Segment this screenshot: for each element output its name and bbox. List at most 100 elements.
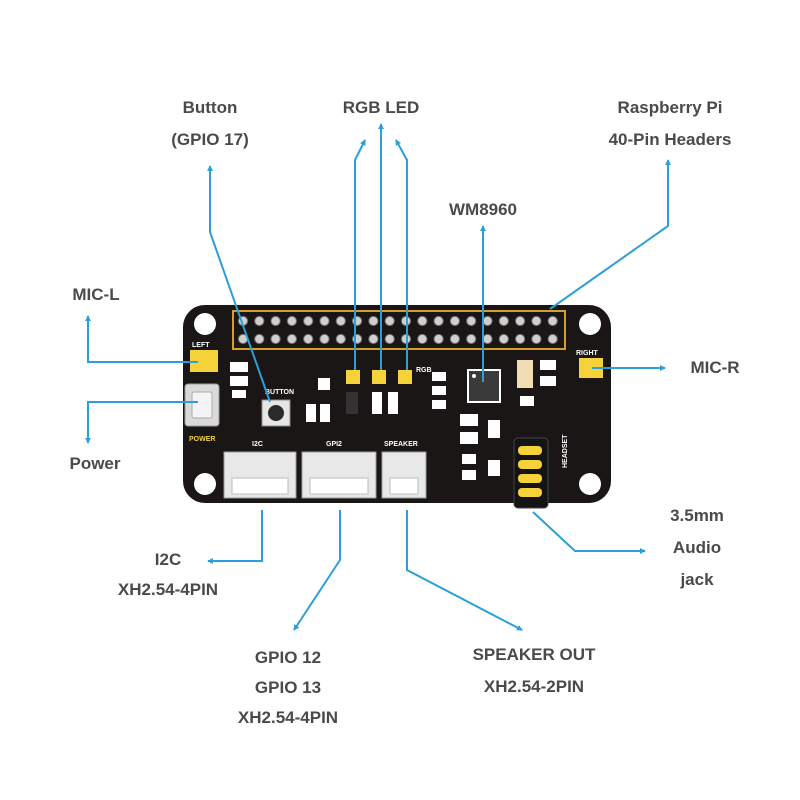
usb-power-connector	[184, 383, 220, 427]
header-pin	[335, 315, 346, 327]
button-callout-line-1: Button	[182, 98, 238, 117]
pcb-rgb-label: RGB	[416, 367, 432, 374]
button-arrow	[207, 165, 271, 403]
gpio-arrow	[293, 510, 341, 631]
smd-component	[432, 400, 446, 409]
gpio-callout: GPIO 12 GPIO 13 XH2.54-4PIN	[213, 643, 363, 733]
audio-jack	[513, 437, 549, 509]
smd-component	[520, 396, 534, 406]
smd-component	[517, 360, 533, 388]
audio-jack-callout-line-2: Audio	[672, 538, 722, 557]
callout-arrows	[85, 123, 671, 631]
header-pin	[449, 333, 460, 345]
smd-component	[540, 360, 556, 370]
header-pin	[352, 333, 363, 345]
rgb-led-arrow-1	[354, 139, 366, 370]
smd-component	[460, 432, 478, 444]
header-pin	[433, 315, 444, 327]
rgb-led-1	[346, 370, 360, 384]
header-pin	[303, 315, 314, 327]
gpio-callout-line-1: GPIO 12	[254, 648, 322, 667]
header-pin	[286, 333, 297, 345]
mounting-hole-icons	[194, 313, 601, 495]
smd-component	[488, 460, 500, 476]
speaker-out-callout: SPEAKER OUT XH2.54-2PIN	[449, 639, 619, 703]
push-button	[261, 399, 291, 427]
header-pin	[433, 333, 444, 345]
mic-l-pad	[190, 350, 218, 372]
header-pin	[547, 333, 558, 345]
header-pin	[319, 333, 330, 345]
mounting-hole-icon	[194, 313, 216, 335]
rgb-led-3	[398, 370, 412, 384]
button-callout: Button (GPIO 17)	[150, 92, 270, 156]
smd-component	[306, 404, 316, 422]
header-pin	[384, 315, 395, 327]
header-pin	[384, 333, 395, 345]
header-pin	[547, 315, 558, 327]
rgb-led-arrow-3	[395, 139, 408, 370]
header-pin	[531, 333, 542, 345]
rgb-led-callout-line-1: RGB LED	[342, 98, 420, 117]
header-pin	[531, 315, 542, 327]
header-pin	[270, 333, 281, 345]
header-pin	[368, 315, 379, 327]
power-arrow	[85, 401, 198, 444]
header-pin	[466, 333, 477, 345]
smd-component	[460, 414, 478, 426]
pcb-speaker-label: SPEAKER	[384, 441, 418, 448]
header-pin	[352, 315, 363, 327]
smd-component	[540, 376, 556, 386]
mounting-hole-icon	[579, 473, 601, 495]
audio-hat-board: LEFT RIGHT POWER BUTTON RGB	[183, 305, 611, 509]
button-callout-line-2: (GPIO 17)	[171, 130, 249, 149]
i2c-callout: I2C XH2.54-4PIN	[93, 545, 243, 605]
smd-component	[320, 404, 330, 422]
smd-component	[372, 392, 382, 414]
header-pin	[417, 333, 428, 345]
i2c-callout-line-1: I2C	[154, 550, 182, 569]
smd-component	[388, 392, 398, 414]
gpio-header-outline	[232, 310, 566, 350]
smd-component	[318, 378, 330, 390]
header-pin	[417, 315, 428, 327]
smd-component	[230, 376, 248, 386]
chip-dot-icon	[472, 374, 476, 378]
mic-r-pad	[579, 358, 603, 378]
rpi-headers-callout-line-1: Raspberry Pi	[617, 98, 723, 117]
audio-jack-arrow	[532, 511, 646, 554]
pcb-button-label: BUTTON	[265, 389, 294, 396]
header-pin	[498, 315, 509, 327]
speaker-connector	[381, 451, 427, 499]
audio-jack-callout: 3.5mm Audio jack	[647, 500, 747, 596]
power-callout-line-1: Power	[69, 454, 121, 473]
mounting-hole-icon	[579, 313, 601, 335]
i2c-connector	[223, 451, 297, 499]
pcb-left-label: LEFT	[192, 342, 210, 349]
mic-l-callout-line-1: MIC-L	[72, 285, 120, 304]
gpio-callout-line-3: XH2.54-4PIN	[237, 708, 339, 727]
mic-r-callout-line-1: MIC-R	[690, 358, 740, 377]
header-pin	[319, 315, 330, 327]
header-pin	[286, 315, 297, 327]
header-pin	[254, 333, 265, 345]
header-pin	[498, 333, 509, 345]
mic-l-arrow	[85, 315, 198, 363]
header-pin	[449, 315, 460, 327]
speaker-out-callout-line-2: XH2.54-2PIN	[483, 677, 585, 696]
pcb-i2c-label: I2C	[252, 441, 263, 448]
speaker-arrow	[406, 510, 523, 631]
smd-component	[346, 392, 358, 414]
push-button-cap-icon	[268, 405, 284, 421]
smd-component	[230, 362, 248, 372]
rgb-led-callout: RGB LED	[321, 92, 441, 124]
header-pin	[515, 333, 526, 345]
speaker-out-callout-line-1: SPEAKER OUT	[472, 645, 596, 664]
smd-component	[462, 470, 476, 480]
i2c-arrow	[207, 510, 263, 564]
audio-jack-callout-line-3: jack	[680, 570, 714, 589]
header-pin	[515, 315, 526, 327]
pcb-power-label: POWER	[189, 436, 215, 443]
i2c-callout-line-2: XH2.54-4PIN	[117, 580, 219, 599]
rpi-headers-callout: Raspberry Pi 40-Pin Headers	[590, 92, 750, 156]
